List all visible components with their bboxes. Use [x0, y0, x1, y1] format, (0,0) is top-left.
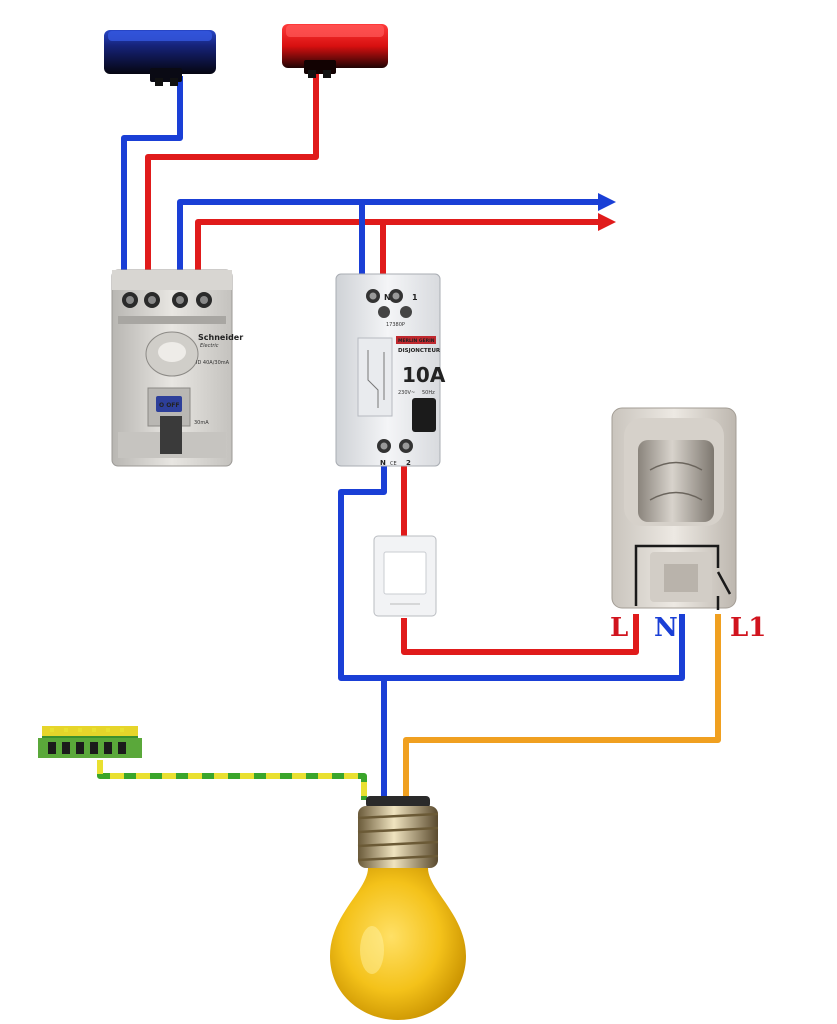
red-terminal [282, 24, 388, 78]
motion-sensor [611, 407, 737, 610]
breaker-top-n: N [384, 293, 391, 302]
breaker-device: N 1 17380P MERLIN GERIN DISJONCTEUR 10A … [335, 273, 446, 467]
rcd-brand: Schneider [198, 333, 243, 342]
rcd-out-neutral-wire [177, 199, 602, 280]
breaker-frequency: 50Hz [422, 390, 435, 396]
phase-bus-arrow [598, 213, 616, 231]
rcd-out-phase-wire [195, 219, 602, 280]
wall-switch [373, 535, 437, 617]
breaker-out-neutral-wire [338, 462, 685, 681]
breaker-voltage: 230V~ [398, 390, 415, 396]
rcd-status-label: O OFF [159, 402, 180, 409]
breaker-top-1: 1 [412, 293, 418, 302]
breaker-bottom-2: 2 [406, 459, 411, 467]
breaker-rating: 10A [402, 363, 446, 387]
switched-live-wire [403, 614, 721, 800]
sensor-terminal-l: L [610, 613, 628, 643]
supply-neutral-wire [121, 76, 183, 272]
rcd-brand-sub: Electric [200, 343, 219, 349]
supply-phase-wire [145, 66, 319, 278]
blue-terminal [104, 30, 216, 86]
rcd-terminal-screws [122, 292, 212, 308]
breaker-toggle[interactable] [412, 398, 436, 432]
switch-out-phase-wire [401, 614, 639, 655]
neutral-bus-arrow [598, 193, 616, 211]
light-bulb [330, 796, 466, 1020]
rcd-toggle[interactable] [156, 396, 182, 412]
rcd-device: Schneider Electric ID 40A/30mA O OFF 30m… [111, 269, 243, 467]
sensor-terminal-l1: L1 [730, 613, 766, 643]
sensor-lens [638, 440, 714, 522]
breaker-model-code: 17380P [386, 322, 405, 328]
wires [97, 66, 721, 800]
breaker-brand-strip: MERLIN GERIN [398, 338, 435, 344]
switch-rocker[interactable] [383, 551, 427, 595]
earth-terminal-block [38, 726, 142, 758]
breaker-ce-mark: CE [390, 461, 397, 467]
earth-wire-green [97, 760, 367, 800]
breaker-bottom-n: N [380, 459, 386, 467]
breaker-type-label: DISJONCTEUR [398, 348, 441, 354]
bulb-glass [330, 868, 466, 1020]
rcd-rating: 30mA [194, 420, 209, 426]
sensor-terminal-n: N [654, 613, 678, 643]
earth-wire-yellow [97, 760, 367, 800]
rcd-model: ID 40A/30mA [196, 360, 230, 366]
